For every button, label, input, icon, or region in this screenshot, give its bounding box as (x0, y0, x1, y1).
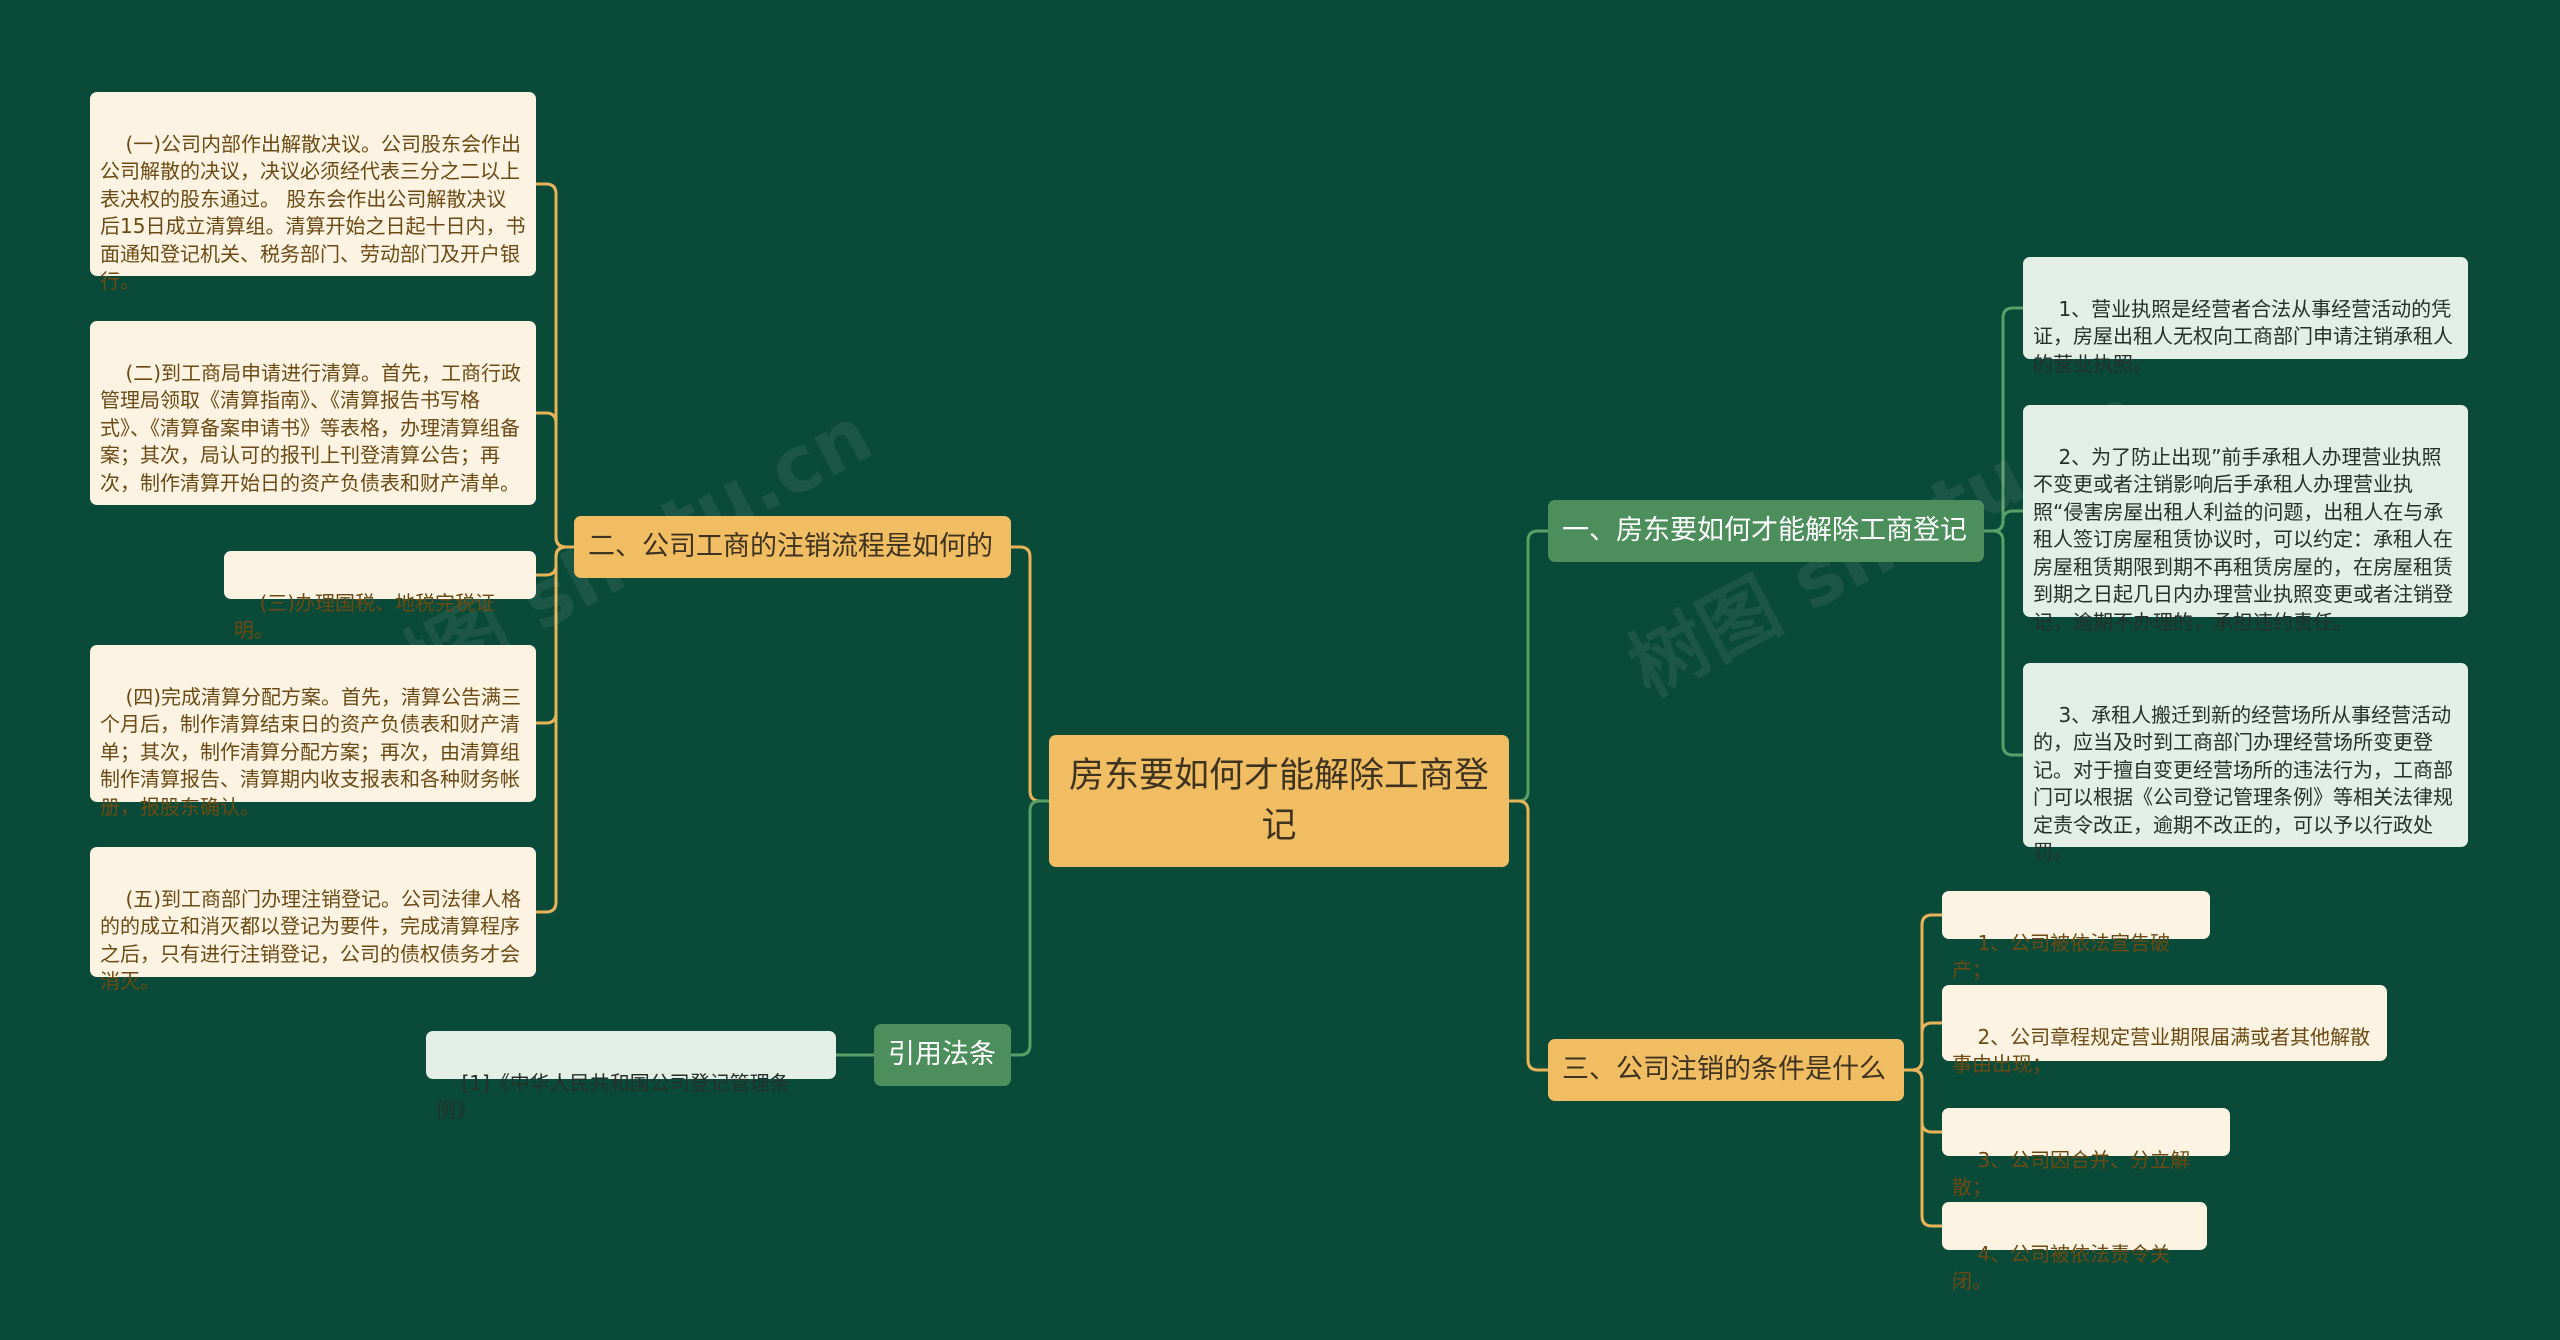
branch-3-leaf-4[interactable]: 4、公司被依法责令关闭。 (1942, 1202, 2207, 1293)
branch-1-leaf-1[interactable]: 1、营业执照是经营者合法从事经营活动的凭证，房屋出租人无权向工商部门申请注销承租… (2023, 257, 2468, 376)
branch-1-leaf-3[interactable]: 3、承租人搬迁到新的经营场所从事经营活动的，应当及时到工商部门办理经营场所变更登… (2023, 663, 2468, 864)
link-branch-3-leaf-2 (1904, 1021, 1942, 1072)
branch-3[interactable]: 三、公司注销的条件是什么 (1548, 1039, 1904, 1101)
branch-1-leaf-2[interactable]: 2、为了防止出现”前手承租人办理营业执照不变更或者注销影响后手承租人办理营业执照… (2023, 405, 2468, 634)
branch-1[interactable]: 一、房东要如何才能解除工商登记 (1548, 500, 1984, 562)
branch-2-leaf-5[interactable]: (五)到工商部门办理注销登记。公司法律人格的的成立和消灭都以登记为要件，完成清算… (90, 847, 536, 993)
link-branch-1-leaf-3 (1984, 529, 2023, 757)
link-branch-3-leaf-4 (1904, 1068, 1942, 1228)
branch-2-leaf-1[interactable]: (一)公司内部作出解散决议。公司股东会作出公司解散的决议，决议必须经代表三分之二… (90, 92, 536, 293)
central-topic-label: 房东要如何才能解除工商登记 (1069, 756, 1490, 846)
branch-2[interactable]: 二、公司工商的注销流程是如何的 (574, 516, 1011, 578)
link-branch-2-leaf-2 (536, 411, 574, 549)
branch-2-leaf-4[interactable]: (四)完成清算分配方案。首先，清算公告满三个月后，制作清算结束日的资产负债表和财… (90, 645, 536, 819)
link-branch-1-leaf-2 (1984, 509, 2023, 533)
branch-3-label: 三、公司注销的条件是什么 (1562, 1054, 1886, 1085)
link-branch-1-leaf-1 (1984, 306, 2023, 533)
link-central-branch-4 (1011, 799, 1049, 1057)
branch-4[interactable]: 引用法条 (874, 1024, 1011, 1086)
link-branch-2-leaf-5 (536, 545, 574, 914)
branch-1-label: 一、房东要如何才能解除工商登记 (1562, 515, 1967, 546)
branch-2-label: 二、公司工商的注销流程是如何的 (588, 531, 993, 562)
branch-3-leaf-1[interactable]: 1、公司被依法宣告破产； (1942, 891, 2210, 982)
branch-3-leaf-2[interactable]: 2、公司章程规定营业期限届满或者其他解散事由出现； (1942, 985, 2387, 1076)
link-central-branch-1 (1509, 529, 1548, 803)
central-topic[interactable]: 房东要如何才能解除工商登记 (1049, 735, 1509, 867)
branch-2-leaf-3[interactable]: (三)办理国税、地税完税证明。 (224, 551, 536, 642)
branch-2-leaf-2[interactable]: (二)到工商局申请进行清算。首先，工商行政管理局领取《清算指南》、《清算报告书写… (90, 321, 536, 505)
branch-4-leaf-1[interactable]: [1]《中华人民共和国公司登记管理条例》 (426, 1031, 836, 1122)
branch-4-label: 引用法条 (888, 1039, 996, 1070)
link-central-branch-2 (1011, 545, 1049, 803)
branch-3-leaf-3[interactable]: 3、公司因合并、分立解散； (1942, 1108, 2230, 1199)
link-central-branch-3 (1509, 799, 1548, 1072)
